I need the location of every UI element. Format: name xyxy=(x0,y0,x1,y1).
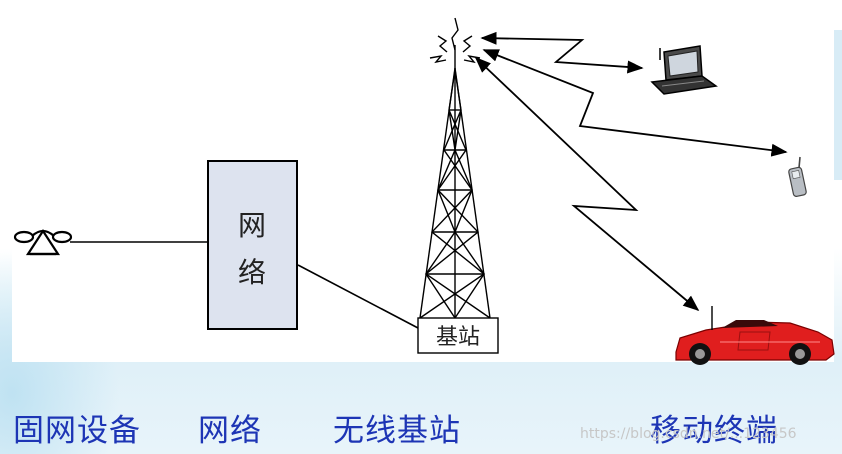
network-box: 网 络 xyxy=(207,160,298,330)
base-station-box: 基站 xyxy=(417,317,499,354)
caption-mobile-terminal: 移动终端 xyxy=(650,413,778,449)
network-base-link xyxy=(297,264,419,329)
caption-fixed-device: 固网设备 xyxy=(13,413,141,449)
radio-tower-icon xyxy=(419,17,491,319)
telephone-icon xyxy=(13,228,73,256)
caption-wireless-base-station: 无线基站 xyxy=(333,413,461,449)
link-to-laptop xyxy=(480,31,644,74)
base-station-label: 基站 xyxy=(436,325,480,350)
caption-network: 网络 xyxy=(198,413,262,449)
car-icon xyxy=(675,306,835,365)
link-to-phone xyxy=(482,49,788,157)
background-strip xyxy=(834,30,842,180)
network-label-line1: 网 xyxy=(238,209,266,242)
link-to-car xyxy=(474,56,700,312)
watermark: https://blog.csdn.net/...123456 xyxy=(580,426,797,442)
mobile-phone-icon xyxy=(788,156,807,197)
network-label-line2: 络 xyxy=(238,256,266,289)
laptop-icon xyxy=(650,45,718,95)
